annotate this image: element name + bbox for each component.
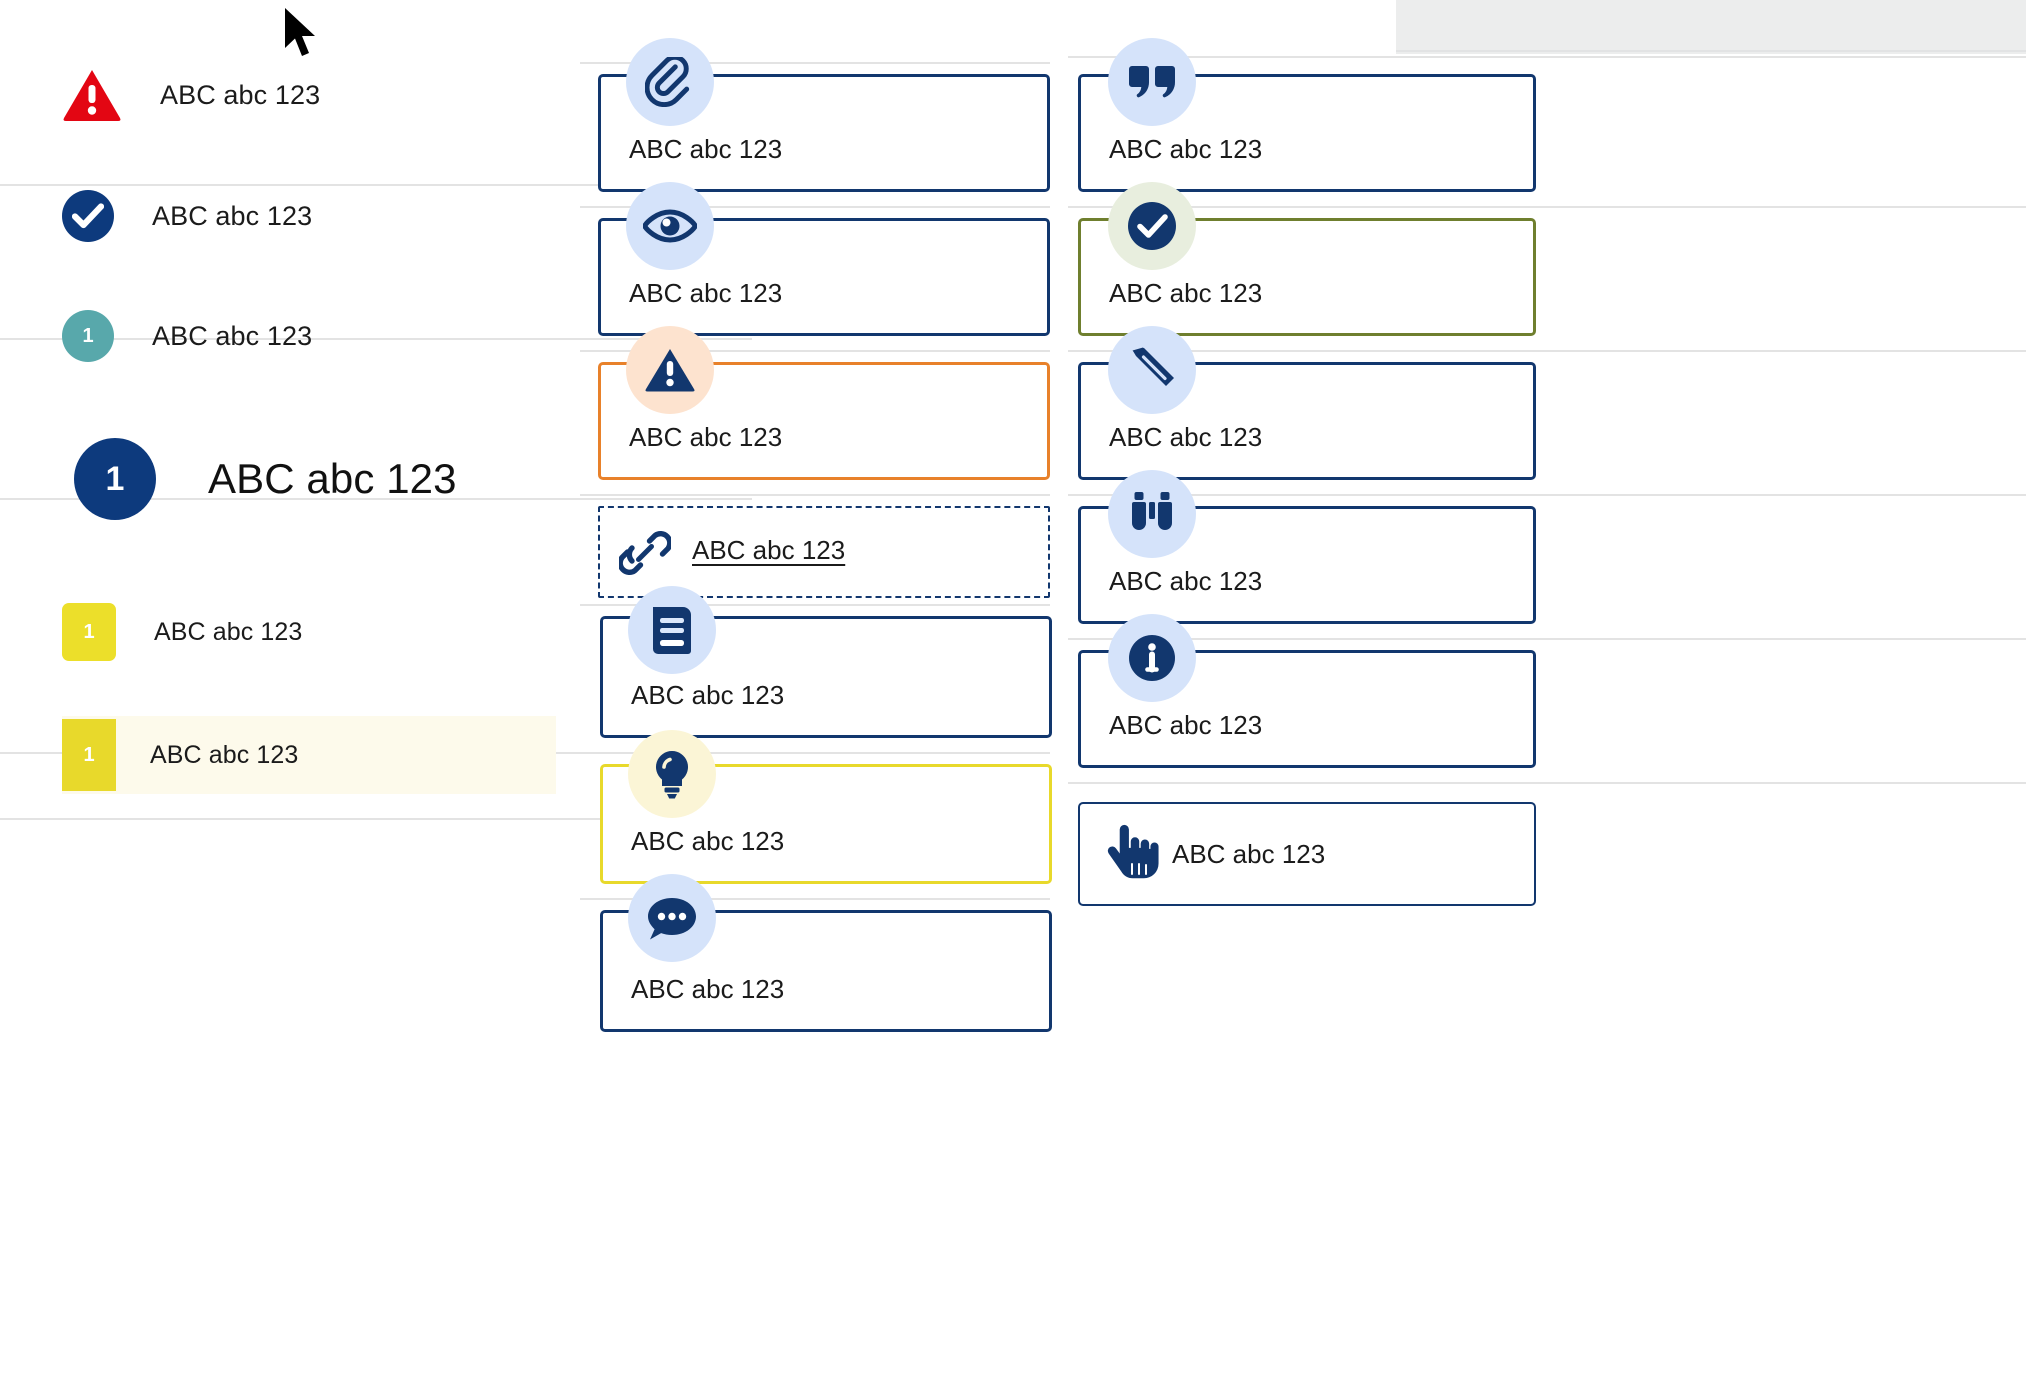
card-link-label[interactable]: ABC abc 123: [692, 535, 846, 565]
list-item-label: ABC abc 123: [160, 79, 321, 110]
card-label: ABC abc 123: [1172, 839, 1326, 869]
warning-triangle-icon: [626, 326, 714, 414]
card-label: ABC abc 123: [631, 974, 785, 1004]
eye-icon: [626, 182, 714, 270]
card-label: ABC abc 123: [1109, 710, 1263, 740]
card-label: ABC abc 123: [1109, 278, 1263, 308]
card-label: ABC abc 123: [1109, 566, 1263, 596]
warning-triangle-icon: [62, 68, 122, 122]
list-item-label: ABC abc 123: [150, 740, 299, 769]
card-label: ABC abc 123: [1109, 134, 1263, 164]
badge-number: 1: [83, 620, 95, 643]
number-badge-icon: 1: [62, 310, 114, 362]
left-specimen-column: ABC abc 123 ABC abc 123 1 ABC abc 123 1 …: [0, 0, 760, 1392]
card-label: ABC abc 123: [631, 680, 785, 710]
list-item-highlighted[interactable]: 1 ABC abc 123: [62, 716, 556, 794]
divider: [580, 494, 1050, 496]
badge-number: 1: [82, 324, 94, 347]
background-panel: [1396, 0, 2026, 54]
paperclip-icon: [626, 38, 714, 126]
divider: [580, 206, 1050, 208]
lightbulb-icon: [628, 730, 716, 818]
number-badge-icon: 1: [62, 603, 116, 661]
pointing-hand-icon: [1100, 822, 1164, 886]
divider: [1068, 350, 2026, 352]
link-chain-icon: [616, 524, 674, 582]
divider: [1068, 494, 2026, 496]
check-circle-icon: [62, 190, 114, 242]
divider: [580, 62, 1050, 64]
divider: [0, 338, 752, 340]
card-label: ABC abc 123: [1109, 422, 1263, 452]
card-label: ABC abc 123: [629, 278, 783, 308]
badge-number: 1: [83, 743, 95, 766]
list-item[interactable]: ABC abc 123: [0, 176, 760, 256]
divider: [580, 350, 1050, 352]
list-item-label: ABC abc 123: [152, 320, 313, 351]
card-info[interactable]: ABC abc 123: [1078, 650, 1536, 768]
list-item[interactable]: 1 ABC abc 123: [0, 296, 760, 376]
pencil-icon: [1108, 326, 1196, 414]
card-link[interactable]: ABC abc 123: [598, 506, 1050, 598]
divider: [580, 752, 1050, 754]
card-label: ABC abc 123: [629, 422, 783, 452]
list-item-label: ABC abc 123: [152, 200, 313, 231]
number-badge-icon: 1: [62, 719, 116, 791]
card-label: ABC abc 123: [631, 826, 785, 856]
info-circle-icon: [1108, 614, 1196, 702]
card-edit[interactable]: ABC abc 123: [1078, 362, 1536, 480]
number-badge-icon: 1: [74, 438, 156, 520]
mouse-pointer-icon: [282, 6, 322, 62]
badge-number: 1: [105, 459, 125, 498]
check-circle-icon: [1108, 182, 1196, 270]
background-panel-divider: [1396, 50, 2026, 52]
divider: [0, 184, 752, 186]
divider: [1068, 782, 2026, 784]
binoculars-icon: [1108, 470, 1196, 558]
divider: [1068, 638, 2026, 640]
quote-icon: [1108, 38, 1196, 126]
divider: [580, 898, 1050, 900]
divider: [1068, 56, 2026, 58]
divider: [1068, 206, 2026, 208]
divider: [580, 604, 1050, 606]
card-label: ABC abc 123: [629, 134, 783, 164]
list-item-label: ABC abc 123: [154, 617, 303, 646]
list-item-label: ABC abc 123: [208, 455, 457, 502]
card-warning[interactable]: ABC abc 123: [598, 362, 1050, 480]
list-item[interactable]: ABC abc 123: [0, 55, 760, 135]
divider: [0, 498, 752, 500]
comment-bubble-icon: [628, 874, 716, 962]
list-item[interactable]: 1 ABC abc 123: [0, 592, 760, 672]
divider: [0, 818, 752, 820]
book-icon: [628, 586, 716, 674]
card-comment[interactable]: ABC abc 123: [600, 910, 1052, 1032]
list-item[interactable]: 1 ABC abc 123: [0, 434, 760, 524]
